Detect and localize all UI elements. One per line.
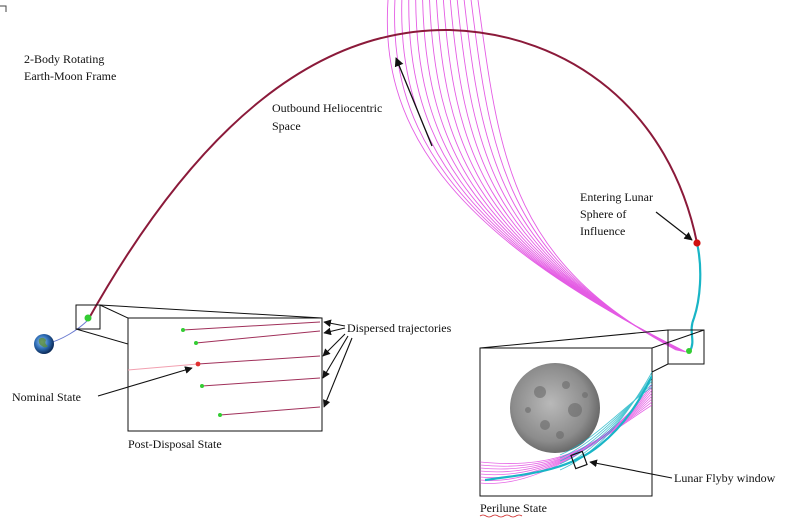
zoom-line-left-top [99, 304, 129, 319]
flyby-window-box [570, 450, 588, 470]
outbound-trajectories [386, 0, 687, 353]
dispersed-point-1 [181, 328, 185, 332]
dispersed-arrow-4 [322, 335, 349, 379]
lunar-approach-trajectory [689, 242, 702, 352]
perilune-marker-box [667, 329, 705, 365]
perilune-label: Perilune State [480, 501, 547, 515]
nominal-arrow [97, 366, 193, 397]
earth-continent [38, 337, 48, 348]
dispersed-arrow-1 [323, 319, 346, 328]
dispersed-point-2 [194, 341, 198, 345]
flyby-arc-line [480, 404, 652, 484]
outbound-trajectory-line [463, 0, 678, 351]
outbound-arrow [394, 57, 433, 147]
nominal-incoming-line [127, 363, 199, 371]
moon-craters [525, 381, 588, 439]
outbound-label-line2: Space [272, 119, 301, 133]
post-disposal-state-point [84, 314, 92, 322]
soi-entry-point [693, 239, 701, 247]
soi-arrow [655, 211, 693, 241]
dispersed-line-4 [201, 377, 321, 387]
outbound-trajectory-line [442, 0, 681, 352]
moon-surface-icon [510, 363, 600, 453]
outbound-trajectory-line [408, 0, 684, 352]
outbound-trajectory-line [436, 0, 681, 352]
outbound-trajectory-line [394, 0, 686, 353]
perilune-underline [479, 514, 523, 518]
dispersed-line-2 [195, 330, 321, 344]
perilune-zoom-line-left [479, 329, 669, 349]
dispersed-point-4 [200, 384, 204, 388]
dispersed-label: Dispersed trajectories [347, 321, 452, 335]
dispersed-arrow-5 [323, 337, 353, 408]
post-disposal-label: Post-Disposal State [128, 437, 222, 451]
nominal-label: Nominal State [12, 390, 81, 404]
frame-label-line1: 2-Body Rotating [24, 52, 104, 66]
flyby-arc-line [480, 401, 652, 481]
dispersed-line-3 [197, 355, 321, 365]
outbound-label-line1: Outbound Heliocentric [272, 101, 382, 115]
dispersed-point-5 [218, 413, 222, 417]
entering-label-line2: Sphere of [580, 207, 626, 221]
dispersed-line-1 [182, 321, 321, 331]
dispersed-trajectory-lines [182, 321, 321, 416]
dispersed-line-5 [219, 406, 321, 416]
outbound-trajectory-line [401, 0, 685, 353]
post-disposal-zoom-box [127, 317, 323, 432]
post-disposal-marker-box [75, 304, 101, 330]
perilune-zoom-line-right [651, 329, 705, 349]
outbound-trajectory-line [456, 0, 679, 351]
zoom-line-top [99, 304, 323, 319]
zoom-line-left [75, 328, 129, 345]
flyby-arc-line [480, 392, 652, 473]
perilune-state-point [686, 348, 692, 354]
lunar-flyby-arc-line [559, 371, 652, 471]
dispersed-arrow-3 [322, 333, 346, 357]
nominal-point [195, 361, 201, 367]
dispersed-arrow-2 [323, 327, 346, 336]
entering-label-line3: Influence [580, 224, 625, 238]
outbound-trajectory-line [470, 0, 677, 351]
nominal-flyby-arc [484, 375, 652, 482]
frame-label-line2: Earth-Moon Frame [24, 69, 116, 83]
outbound-trajectory-line [449, 0, 680, 352]
flyby-window-arrow [589, 459, 673, 479]
corner-mark [0, 5, 7, 12]
flyby-window-label: Lunar Flyby window [674, 471, 776, 485]
outbound-trajectory-line [386, 0, 687, 353]
perilune-zoom-line-bottom [651, 363, 669, 373]
main-trajectory [87, 28, 698, 321]
entering-label-line1: Entering Lunar [580, 190, 653, 204]
outbound-trajectory-line [477, 0, 677, 351]
